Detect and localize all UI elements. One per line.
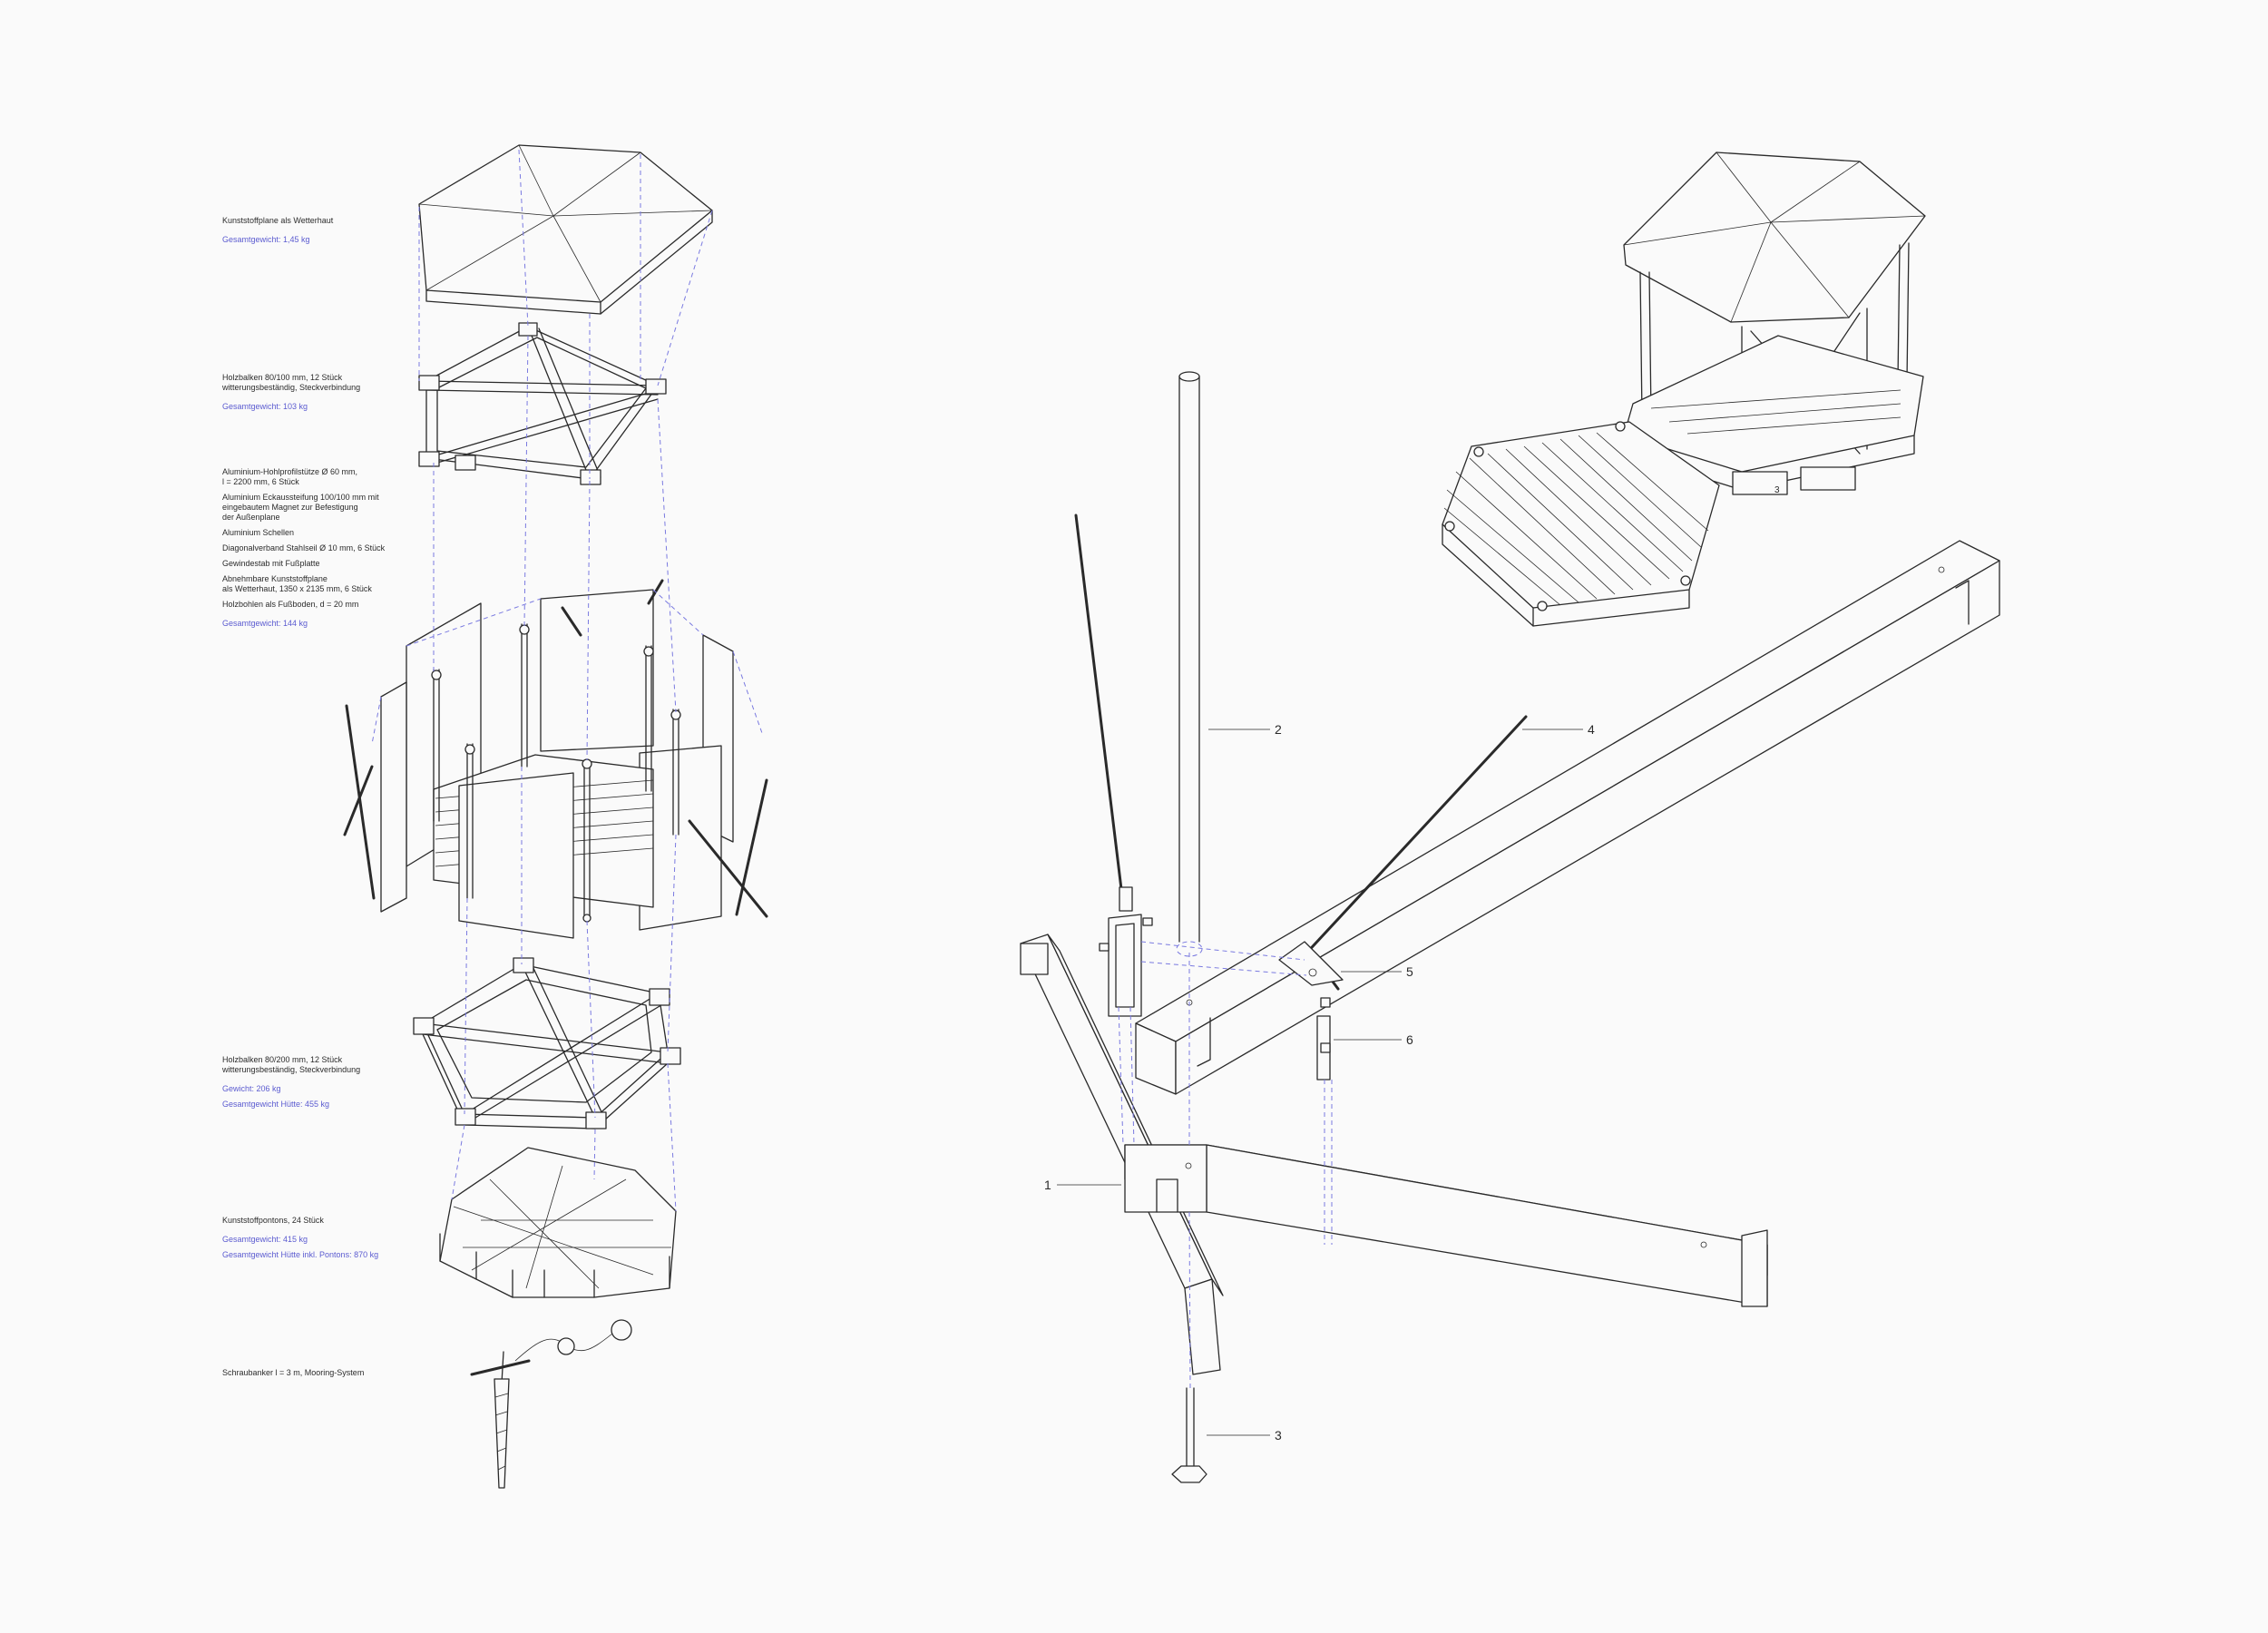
corner-brackets [431,624,681,923]
callout-6: 6 [1334,1032,1413,1047]
upper-long-beam [1135,540,2000,1095]
spec-description-text: Kunststoffplane als Wetterhaut [222,216,334,225]
top-beam-frame [418,322,667,485]
connection-detail [1020,371,2000,1483]
spec-weight-text: Gesamtgewicht Hütte inkl. Pontons: 870 k… [222,1250,379,1259]
spec-weight-text: Gesamtgewicht: 1,45 kg [222,235,310,244]
callout-2: 2 [1208,722,1282,737]
roof-tarp [418,144,713,315]
diagonal-steel-cables [343,579,768,918]
spec-description-text: Holzbalken 80/100 mm, 12 Stück witterung… [222,373,361,392]
callout-number-5: 5 [1406,964,1413,979]
callout-1: 1 [1044,1178,1121,1192]
spec-block-anchor: Schraubanker l = 3 m, Mooring-System [222,1368,531,1384]
aluminium-column-tube [1176,371,1203,1006]
spec-weight-text: Gesamtgewicht: 415 kg [222,1235,308,1244]
spec-description-text: Diagonalverband Stahlseil Ø 10 mm, 6 Stü… [222,543,386,552]
spec-description-text: Aluminium Eckaussteifung 100/100 mm mit … [222,493,379,522]
corner-bracket-left [1099,886,1153,1017]
lower-long-beam [1124,1144,1768,1307]
callout-number-1: 1 [1044,1178,1051,1192]
spec-description-text: Abnehmbare Kunststoffplane als Wetterhau… [222,574,372,593]
callout-number-3: 3 [1275,1428,1282,1442]
spec-block-top-beams: Holzbalken 80/100 mm, 12 Stück witterung… [222,373,531,417]
spec-weight-text: Gesamtgewicht: 144 kg [222,619,308,628]
exploded-axonometry [343,144,768,1489]
spec-block-bottom-beams: Holzbalken 80/200 mm, 12 Stück witterung… [222,1055,531,1115]
pontoon-number-mark: 3 [1774,485,1780,495]
callout-number-2: 2 [1275,722,1282,737]
callout-4: 4 [1522,722,1595,737]
spec-weight-text: Gewicht: 206 kg [222,1084,281,1093]
hut-with-roof: 3 [1623,152,1926,495]
detail-dashed-lines [1118,941,1333,1389]
assembly-guide-lines [418,149,713,1212]
spec-description-text: Aluminium Schellen [222,528,295,537]
assembled-huts-view: 3 [1442,152,1926,627]
wall-module [343,579,768,939]
pontoon-array [439,1147,677,1298]
callout-5: 5 [1341,964,1413,979]
bottom-beam-frame [413,957,681,1129]
screw-anchor [470,1319,632,1489]
spec-block-walls: Aluminium-Hohlprofilstütze Ø 60 mm, l = … [222,467,531,634]
callout-3: 3 [1207,1428,1282,1442]
callout-number-4: 4 [1588,722,1595,737]
spec-description-text: Schraubanker l = 3 m, Mooring-System [222,1368,365,1377]
corner-plate-right [1278,941,1344,1081]
threaded-rod [1171,1387,1207,1483]
hut-platform [1442,421,1720,627]
spec-description-text: Holzbalken 80/200 mm, 12 Stück witterung… [222,1055,361,1074]
spec-description-text: Kunststoffpontons, 24 Stück [222,1216,324,1225]
spec-weight-text: Gesamtgewicht Hütte: 455 kg [222,1100,330,1109]
spec-weight-text: Gesamtgewicht: 103 kg [222,402,308,411]
aluminium-columns [433,623,679,919]
spec-description-text: Holzbohlen als Fußboden, d = 20 mm [222,600,359,609]
callout-number-6: 6 [1406,1032,1413,1047]
spec-description-text: Aluminium-Hohlprofilstütze Ø 60 mm, l = … [222,467,358,486]
spec-description-text: Gewindestab mit Fußplatte [222,559,320,568]
